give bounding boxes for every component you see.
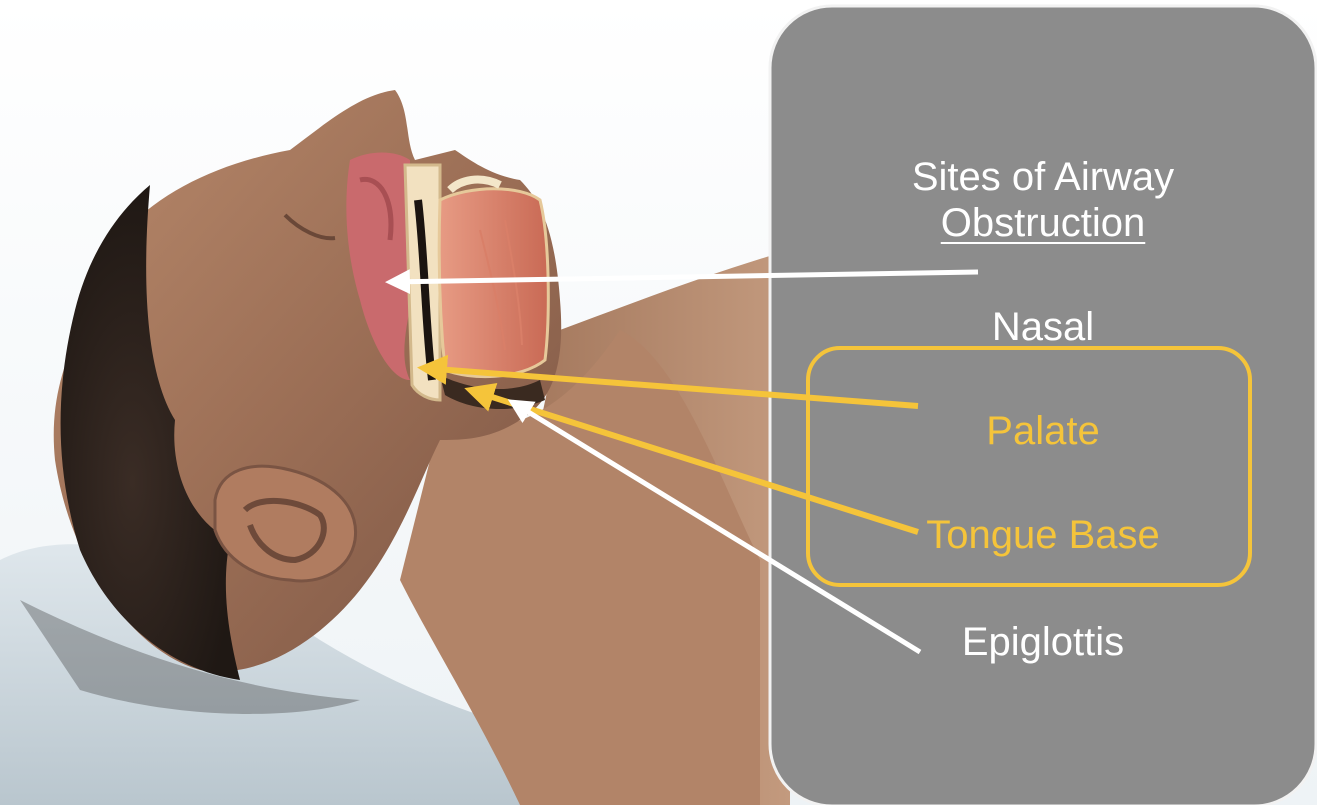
site-label-palate: Palate [770, 408, 1316, 454]
panel-title: Sites of Airway Obstruction [770, 154, 1316, 246]
title-line-2: Obstruction [770, 200, 1316, 246]
site-label-epiglottis: Epiglottis [770, 619, 1316, 665]
site-label-nasal: Nasal [770, 304, 1316, 350]
title-line-1: Sites of Airway [770, 154, 1316, 200]
info-panel [770, 6, 1316, 805]
site-label-tongue-base: Tongue Base [770, 512, 1316, 558]
